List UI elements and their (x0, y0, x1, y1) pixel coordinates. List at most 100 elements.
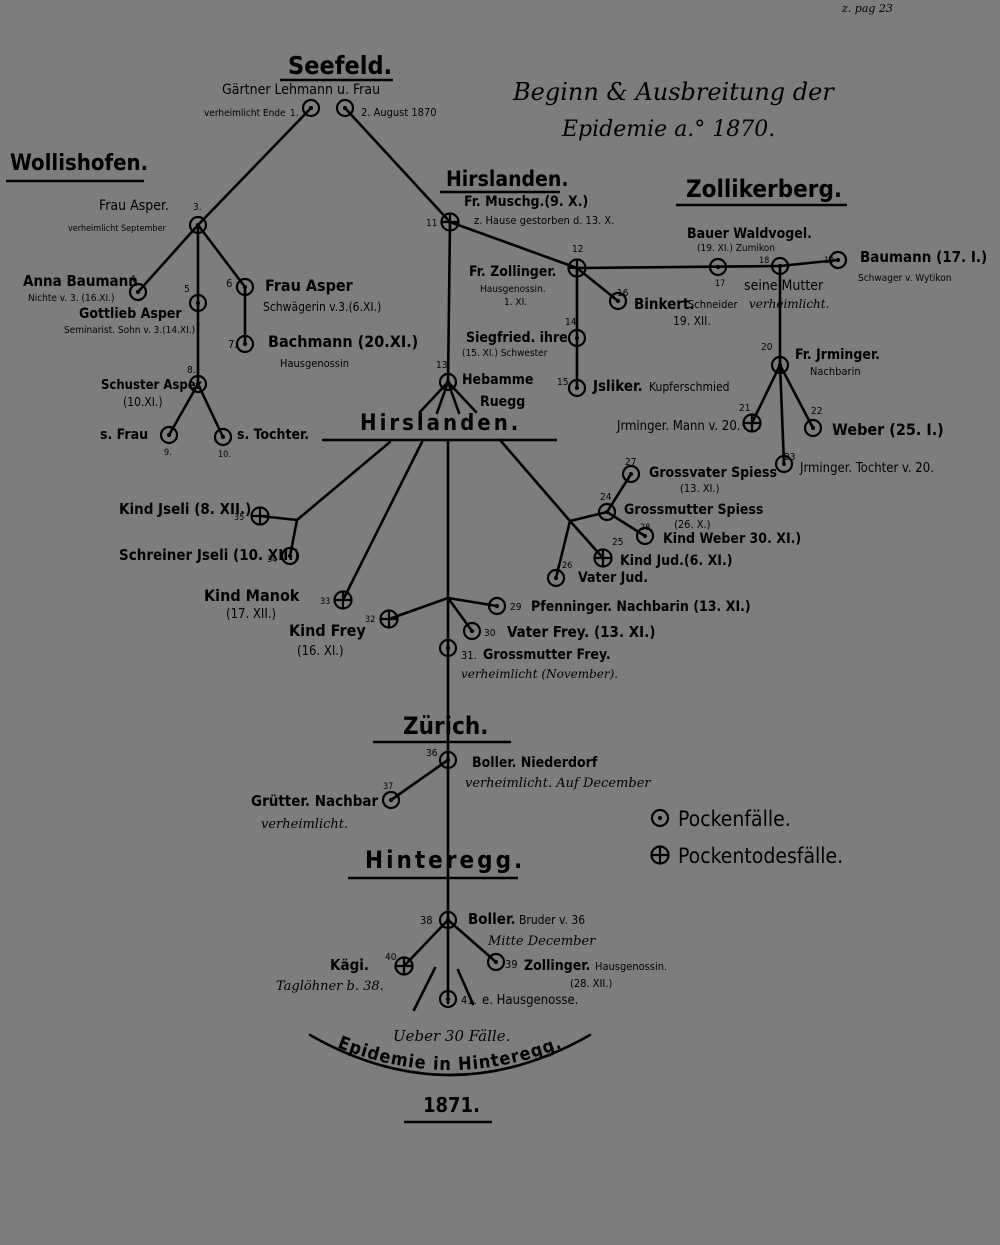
edge (778, 363, 815, 430)
case-24-label: Grossmutter Spiess (624, 502, 763, 518)
case-6-label: Frau Asper (265, 276, 354, 295)
case-node-23 (774, 454, 794, 474)
case-11-label: Fr. Muschg.(9. X.) (464, 194, 588, 210)
case-node-18 (770, 256, 790, 276)
diagram-title-line1: Beginn & Ausbreitung der (512, 78, 835, 106)
case-36-number: 36 (426, 748, 438, 759)
death-node-21 (742, 413, 762, 433)
case-36-label: Boller. Niederdorf (472, 755, 598, 771)
case-14-label: Siegfried. ihre (466, 330, 568, 346)
case-node-6 (235, 277, 255, 297)
case-26-label: Vater Jud. (578, 570, 648, 586)
case-7-number: 7. (228, 338, 237, 351)
case-node-1 (301, 98, 321, 118)
case-12-date: 1. XI. (504, 297, 527, 308)
place-wollishofen: Wollishofen. (10, 151, 148, 176)
edge (295, 440, 392, 522)
case-40-label: Kägi. (330, 956, 369, 974)
case-4-note: Nichte v. 3. (16.XI.) (28, 293, 114, 304)
edge (196, 382, 225, 439)
case-37-label: Grütter. Nachbar (251, 792, 379, 810)
case-31-number: 31. (461, 649, 477, 662)
edge (402, 918, 450, 968)
case-node-10 (213, 427, 233, 447)
case-23-number: 23 (784, 452, 795, 463)
case-38-note: Bruder v. 36 (519, 913, 585, 927)
case-16-label: Binkert. (634, 295, 694, 313)
case-node-41 (438, 989, 458, 1009)
case-11-number: 11 (426, 218, 437, 229)
case-1-number: 1. (290, 108, 299, 119)
case-node-29 (487, 596, 507, 616)
footer-over-30: Ueber 30 Fälle. (393, 1027, 510, 1045)
legend: Pockenfälle. Pockentodesfälle. (650, 807, 843, 868)
case-node-38 (438, 910, 458, 930)
place-seefeld: Seefeld. (288, 51, 392, 80)
edge (446, 220, 452, 384)
case-1-note: verheimlicht Ende (204, 108, 286, 119)
case-22-label: Weber (25. I.) (832, 420, 944, 439)
case-10-number: 10. (218, 450, 231, 460)
edge (343, 106, 452, 224)
case-17-label: Bauer Waldvogel. (687, 226, 812, 242)
case-14-note: (15. XI.) Schwester (462, 348, 548, 359)
case-28-number: 28. (640, 523, 653, 533)
edge (196, 223, 247, 289)
case-27-label: Grossvater Spiess (649, 465, 777, 481)
case-34-label: Schreiner Jseli (10. XII.) (119, 546, 300, 564)
case-35-number: 35 (234, 513, 244, 523)
case-39-label: Zollinger. (524, 958, 590, 974)
case-8-number: 8. (187, 365, 196, 376)
death-node-33 (333, 590, 353, 610)
case-15-note: Kupferschmied (649, 380, 729, 394)
edge (568, 510, 609, 523)
case-14-number: 14 (565, 317, 577, 328)
case-node-14 (567, 328, 587, 348)
death-node-32 (379, 609, 399, 629)
death-node-40 (394, 956, 414, 976)
edge (448, 220, 579, 270)
case-29-number: 29 (510, 602, 522, 613)
case-node-27 (621, 464, 641, 484)
edge (196, 106, 313, 227)
edge (387, 596, 450, 621)
case-4-label: Anna Baumann (23, 272, 138, 290)
death-node-35 (250, 506, 270, 526)
case-8-label: Schuster Asper (101, 378, 202, 393)
case-33-note: (17. XII.) (226, 607, 276, 622)
case-20-number: 20 (761, 342, 773, 353)
case-10-label: s. Tochter. (237, 427, 309, 443)
case-node-17 (708, 257, 728, 277)
edge (778, 258, 840, 268)
case-node-37 (381, 790, 401, 810)
case-30-label: Vater Frey. (13. XI.) (507, 623, 656, 641)
edge (412, 966, 437, 1012)
case-1-2-label: Gärtner Lehmann u. Frau (222, 82, 380, 98)
case-22-number: 22 (811, 406, 822, 417)
case-nodes (128, 98, 848, 1009)
case-13-label-1: Hebamme (462, 372, 533, 388)
edge (435, 380, 450, 415)
place-hinteregg: Hinteregg. (365, 846, 525, 874)
legend-cases-label: Pockenfälle. (678, 807, 791, 831)
case-39-date: (28. XII.) (570, 977, 612, 990)
footer-arc-line (308, 1033, 592, 1077)
case-3-label: Frau Asper. (99, 198, 169, 214)
case-15-number: 15 (557, 377, 568, 388)
edge (778, 363, 786, 466)
edge (456, 968, 475, 1006)
case-25-label: Kind Jud.(6. XI.) (620, 553, 733, 569)
case-34-number: 34 (267, 555, 277, 565)
case-27-note: (13. XI.) (680, 482, 720, 495)
case-39-note: Hausgenossin. (595, 960, 667, 973)
case-node-28 (635, 526, 655, 546)
case-node-9 (159, 425, 179, 445)
diagram-title-line2: Epidemie a.° 1870. (561, 117, 775, 142)
case-node-36 (438, 750, 458, 770)
case-32-note: (16. XI.) (297, 644, 344, 659)
case-39-number: 39 (505, 958, 518, 971)
case-9-number: 9. (164, 448, 172, 458)
case-21-label: Jrminger. Mann v. 20. (616, 419, 740, 434)
place-zurich: Zürich. (403, 712, 488, 740)
case-9-label: s. Frau (100, 427, 148, 443)
